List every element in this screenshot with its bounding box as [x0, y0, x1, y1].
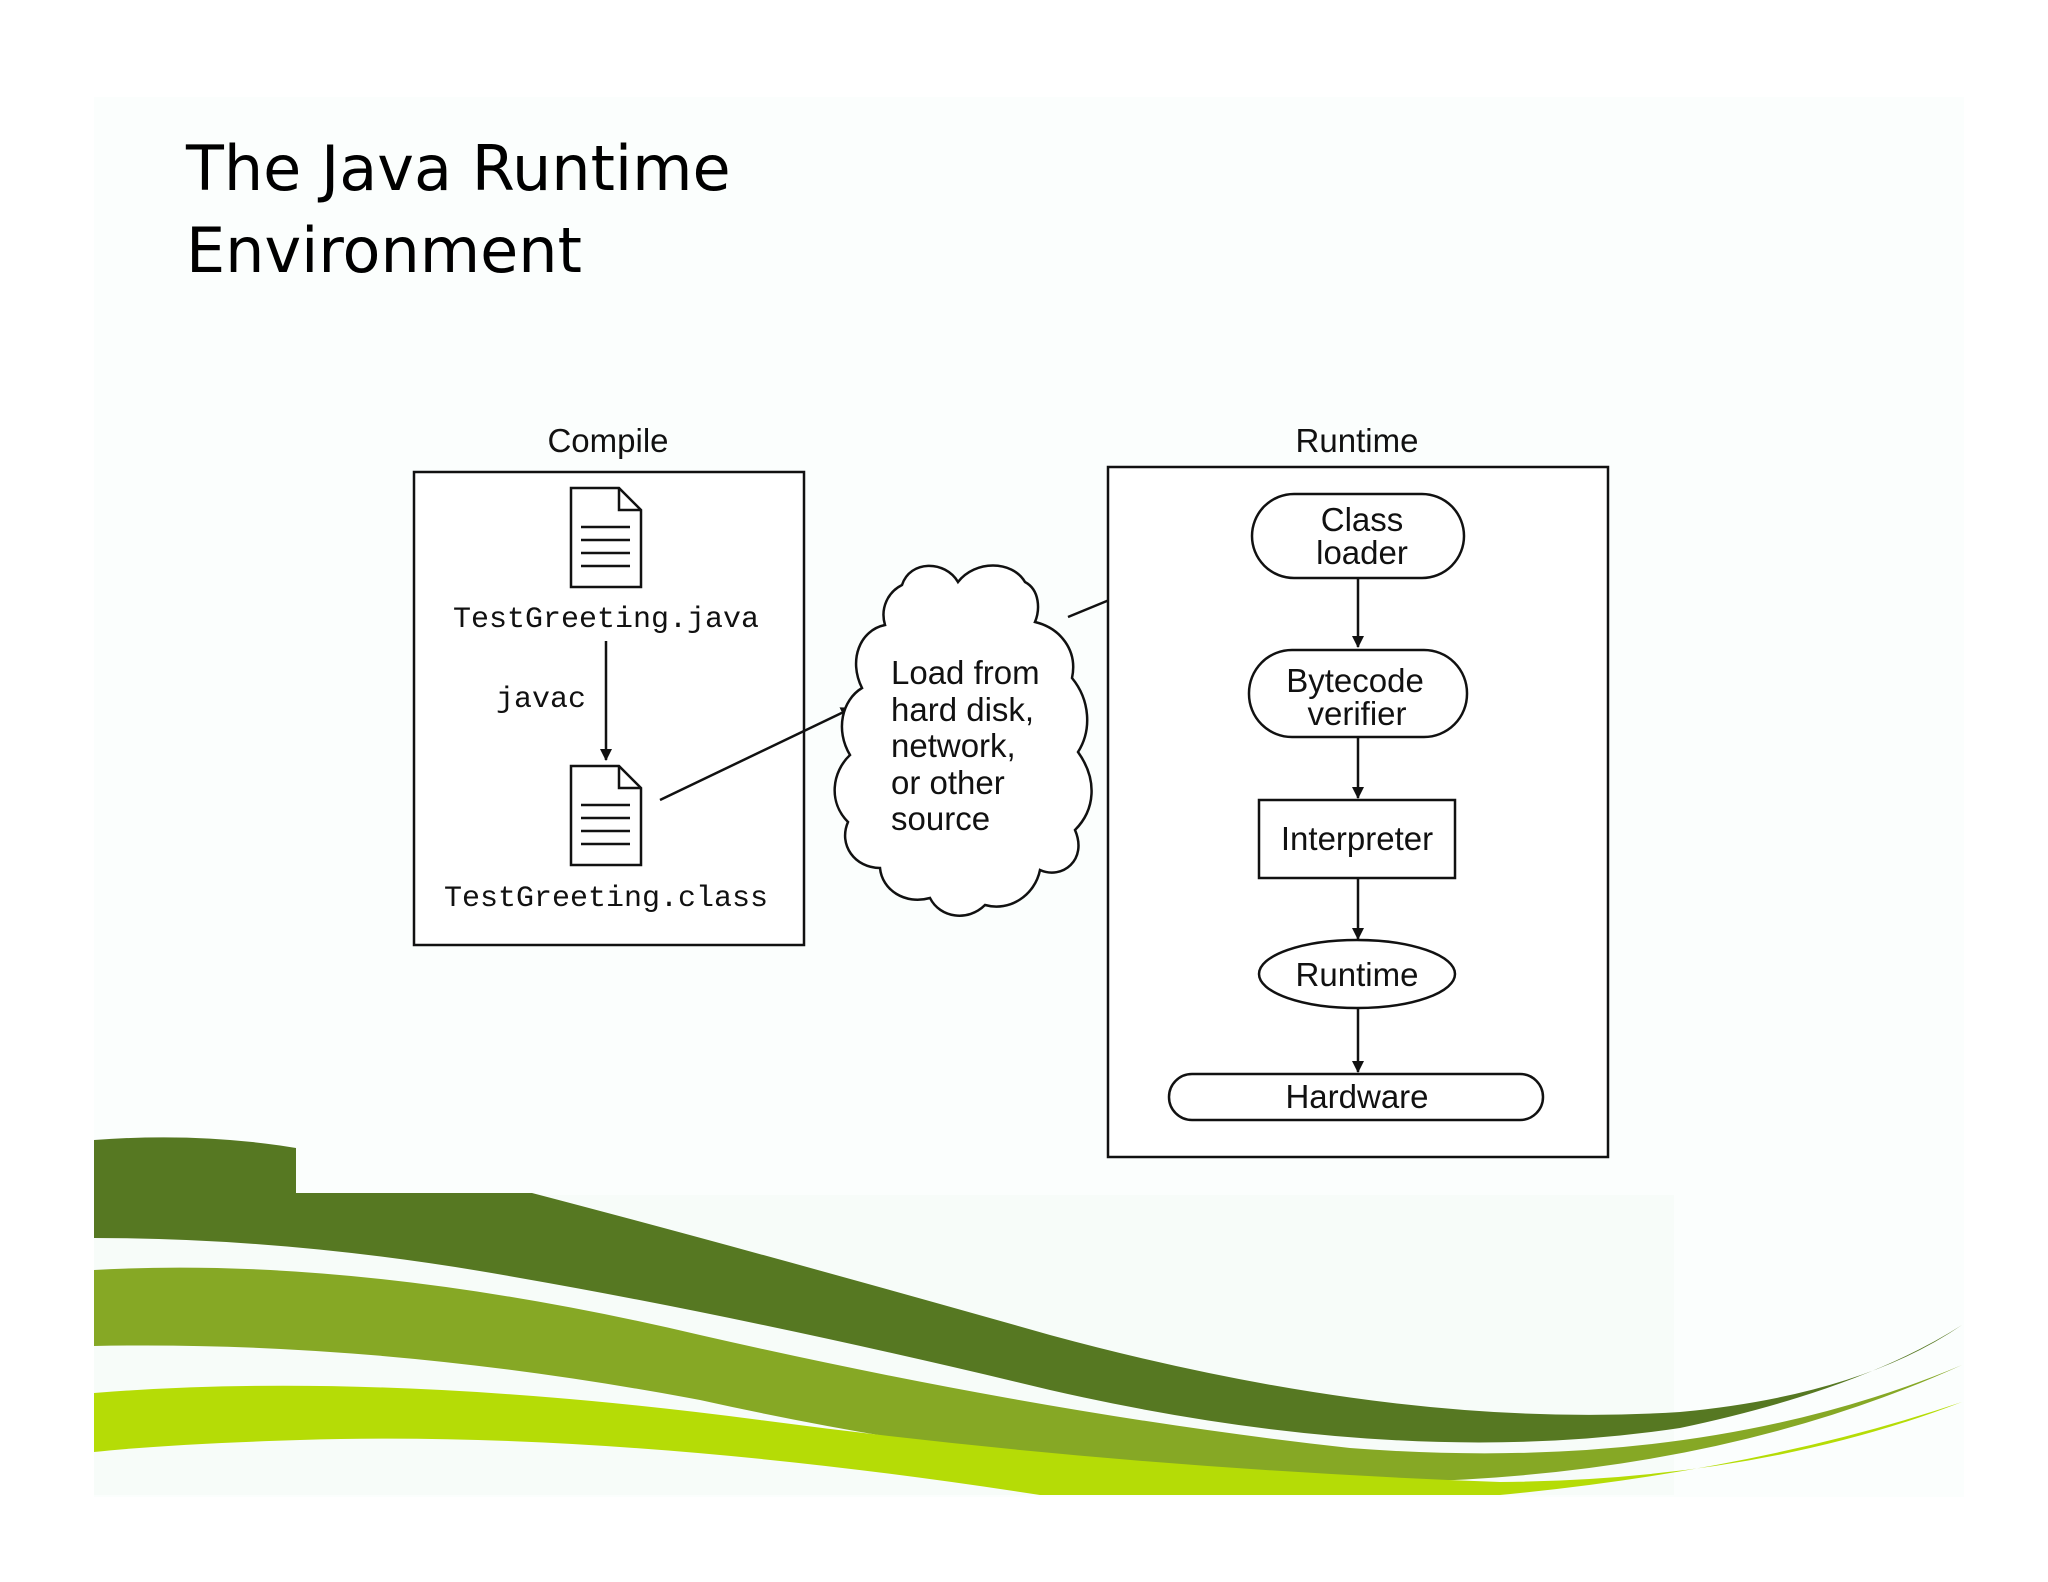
slide-title-line-2: Environment — [186, 214, 582, 287]
compile-heading: Compile — [547, 422, 668, 459]
source-file-label: TestGreeting.java — [453, 603, 759, 637]
cloud-line-4: or other — [891, 764, 1005, 801]
class-loader-line-1: Class — [1321, 501, 1404, 538]
interpreter-node — [1257, 798, 1457, 880]
cloud-line-2: hard disk, — [891, 691, 1034, 728]
load-source-cloud — [833, 564, 1093, 917]
hardware-label: Hardware — [1285, 1078, 1428, 1115]
cloud-line-3: network, — [891, 727, 1016, 764]
cloud-text: Load from hard disk, network, or other s… — [891, 654, 1040, 837]
slide-title-line-1: The Java Runtime — [186, 132, 731, 205]
verifier-line-1: Bytecode — [1286, 662, 1424, 699]
cloud-line-1: Load from — [891, 654, 1040, 691]
runtime-heading: Runtime — [1296, 422, 1419, 459]
interpreter-label: Interpreter — [1281, 820, 1433, 857]
slide-title: The Java Runtime Environment — [186, 128, 731, 292]
mid-green-wave — [94, 1267, 1962, 1482]
class-file-label: TestGreeting.class — [444, 882, 768, 916]
cloud-line-5: source — [891, 800, 990, 837]
javac-label: javac — [496, 683, 586, 717]
class-file-icon — [569, 764, 643, 867]
dark-green-wave — [94, 1137, 1962, 1443]
class-to-cloud-arrow — [659, 706, 853, 802]
verifier-line-2: verifier — [1307, 695, 1406, 732]
runtime-node-label: Runtime — [1296, 956, 1419, 993]
source-file-icon — [569, 486, 643, 589]
lime-green-wave — [94, 1385, 1962, 1495]
hardware-node — [1167, 1072, 1545, 1122]
class-loader-line-2: loader — [1316, 534, 1408, 571]
